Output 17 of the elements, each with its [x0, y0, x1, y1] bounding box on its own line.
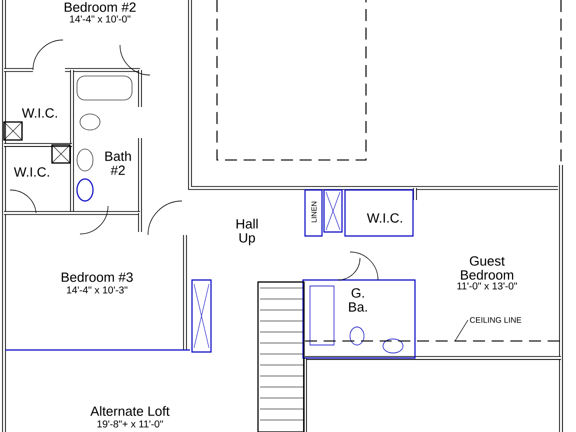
room-label: Bath #2: [105, 151, 131, 175]
room-label: Hall Up: [236, 218, 258, 246]
dimension-label: 14'-4" x 10'-3": [67, 286, 128, 294]
dimension-label: 11'-0" x 13'-0": [457, 282, 517, 290]
room-label: W.I.C.: [366, 213, 402, 223]
ceiling-line: [305, 340, 561, 342]
room-label: Bedroom #2: [64, 2, 136, 12]
leader-line: [454, 320, 468, 342]
room-label: Alternate Loft: [90, 406, 170, 416]
room-label: G. Ba.: [349, 288, 367, 312]
room-label: W.I.C.: [22, 108, 57, 118]
room-label: Guest Bedroom: [461, 256, 514, 280]
room-label: Bedroom #3: [62, 272, 133, 282]
callout-text: CEILING LINE: [470, 317, 522, 323]
dimension-label: 19'-8"+ x 11'-0": [97, 420, 163, 428]
room-label: W.I.C.: [14, 167, 49, 177]
dimension-label: 14'-4" x 10'-0": [70, 15, 130, 23]
